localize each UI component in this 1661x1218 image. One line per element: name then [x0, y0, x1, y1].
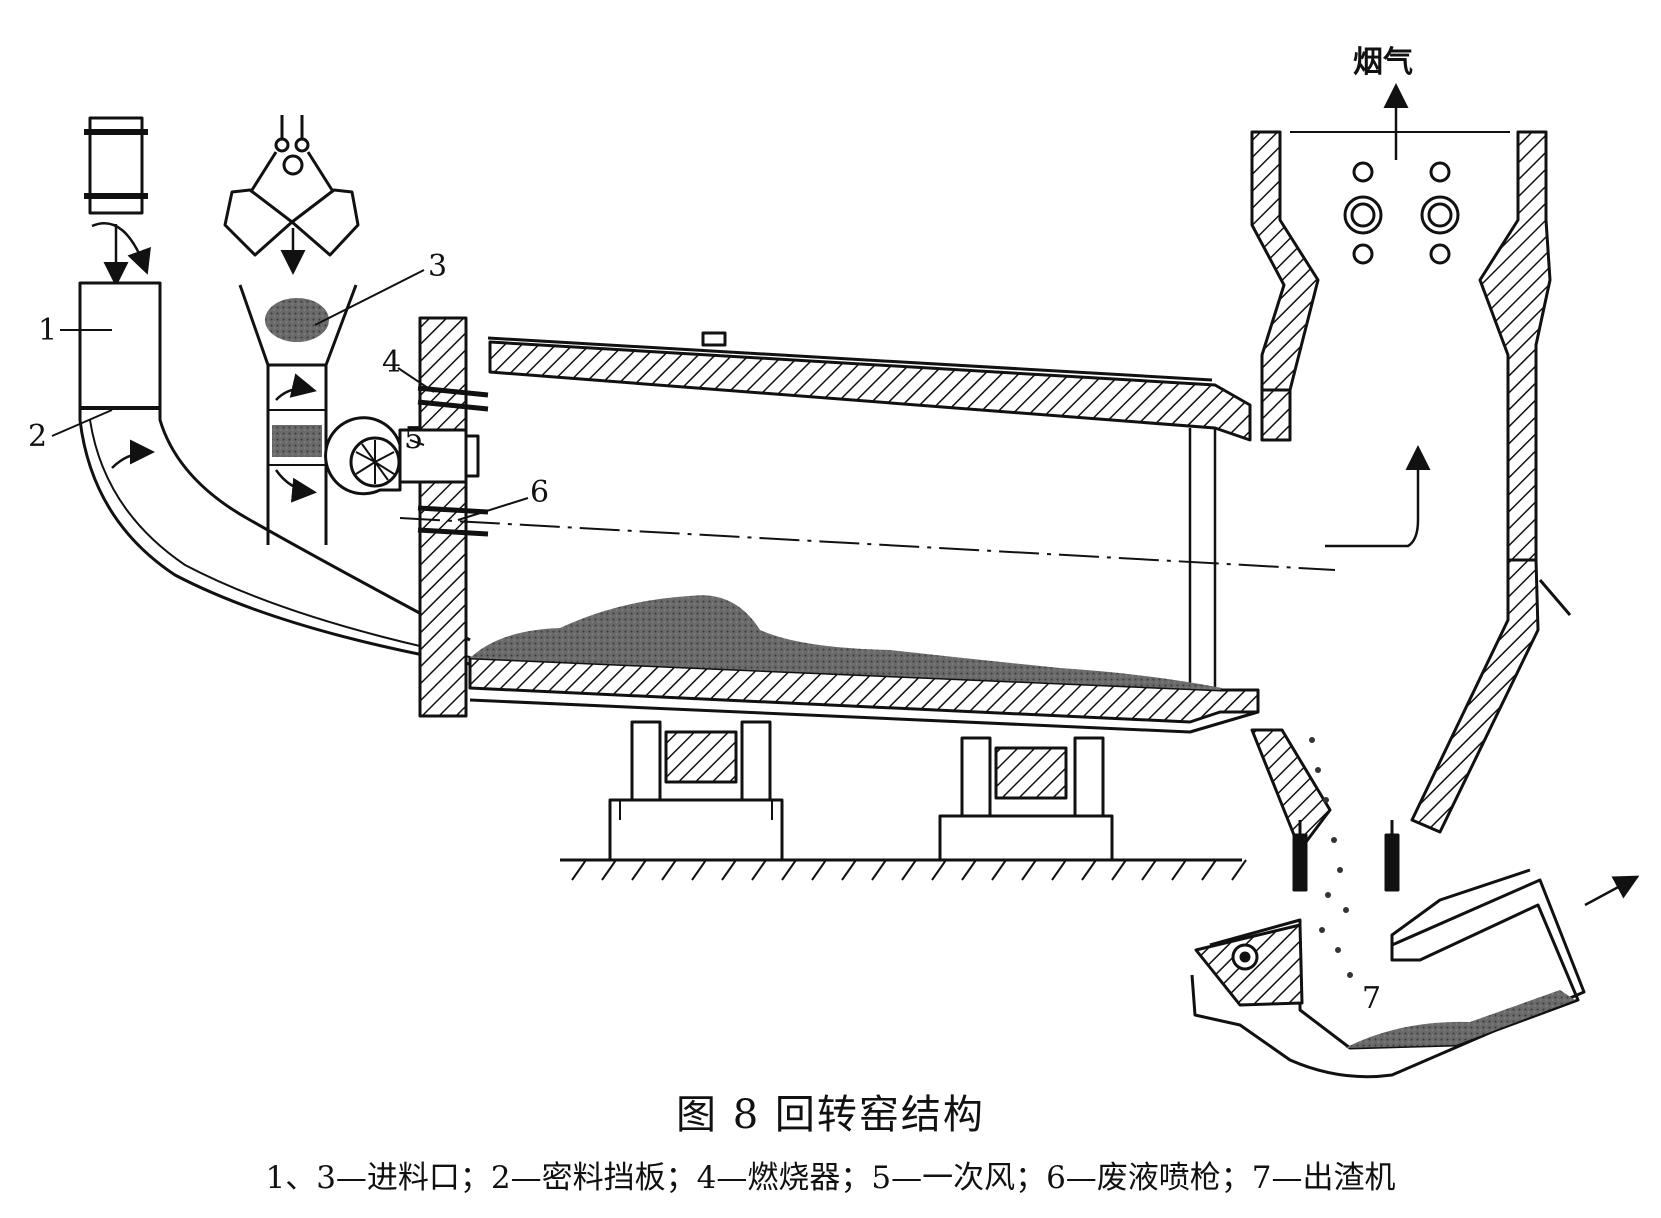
- kiln-bottom-wall: [468, 656, 1260, 724]
- kiln-head-plate: [418, 316, 468, 718]
- label-5: 5: [404, 421, 423, 456]
- support-roller-left: [608, 720, 784, 862]
- waste-liquid-spray-gun: [417, 505, 489, 537]
- label-3: 3: [428, 249, 447, 284]
- feed-arrows: [91, 222, 151, 287]
- kiln-top-wall: [488, 340, 1252, 442]
- gas-flow-arrow: [1325, 445, 1431, 548]
- support-roller-right: [938, 736, 1114, 862]
- label-2: 2: [28, 419, 47, 454]
- feed-inlet-1: [78, 281, 162, 410]
- label-6: 6: [530, 475, 549, 510]
- observation-ports: [1343, 161, 1460, 265]
- ground: [560, 858, 1247, 881]
- slag-outlet: [1292, 737, 1400, 978]
- secondary-chamber: [1250, 130, 1572, 852]
- feed-hopper-3: [238, 284, 358, 545]
- label-flue-gas: 烟气: [1353, 45, 1413, 80]
- feed-chute: [78, 408, 471, 666]
- material-bed: [470, 595, 1222, 690]
- grab-bucket: [223, 115, 360, 275]
- figure-legend: 1、3—进料口；2—密料挡板；4—燃烧器；5—一次风；6—废液喷枪；7—出渣机: [265, 1160, 1396, 1196]
- label-1: 1: [38, 313, 57, 348]
- label-7: 7: [1362, 981, 1381, 1016]
- kiln-axis: [399, 517, 1336, 571]
- figure-title: 图 8 回转窑结构: [676, 1092, 985, 1138]
- feed-drum: [84, 116, 148, 215]
- label-4: 4: [382, 345, 401, 380]
- primary-air-fan: [324, 416, 480, 496]
- slag-extractor: [1190, 868, 1640, 1079]
